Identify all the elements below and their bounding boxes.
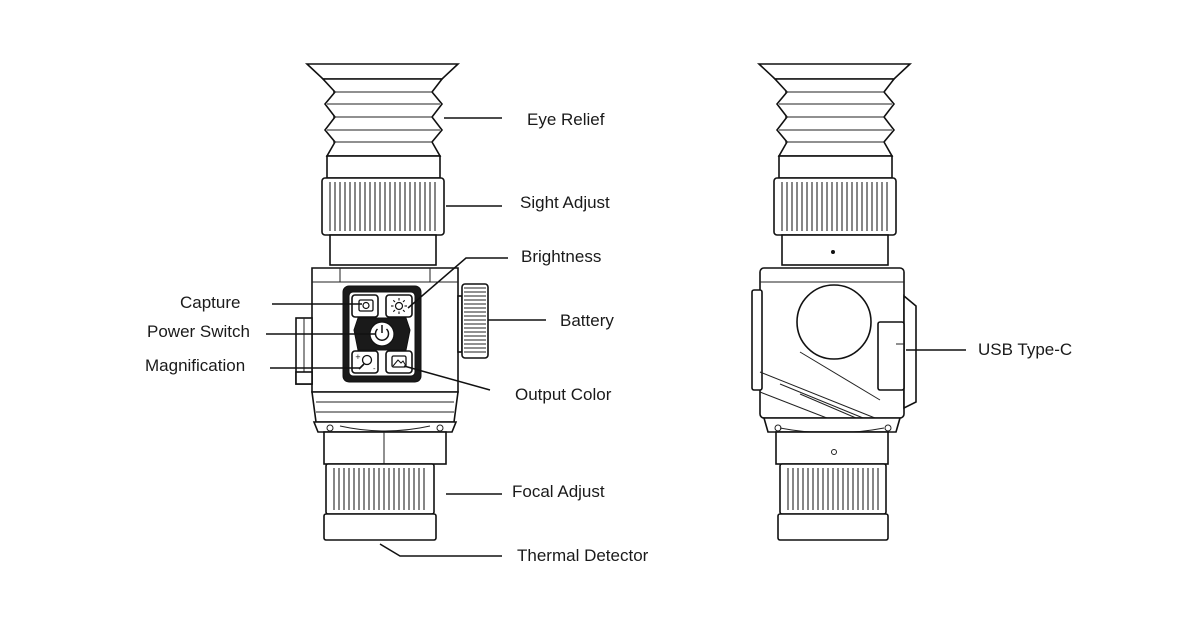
side-sight-ring: [773, 177, 897, 266]
leader-brightness: [407, 257, 508, 309]
svg-text:+: +: [355, 353, 361, 361]
label-battery: Battery: [560, 311, 614, 330]
side-eyecup: [756, 63, 913, 179]
focal-ring-knurling: [333, 468, 425, 510]
eyecup: [304, 63, 461, 179]
side-sight-ring-knurling: [781, 182, 888, 231]
label-thermal-detector: Thermal Detector: [517, 546, 649, 565]
label-output-color: Output Color: [515, 385, 612, 404]
label-eye-relief: Eye Relief: [527, 110, 605, 129]
side-housing: [751, 267, 917, 465]
label-capture: Capture: [180, 293, 241, 312]
front-view-device: + -: [295, 63, 489, 541]
label-magnification: Magnification: [145, 356, 246, 375]
label-focal-adjust: Focal Adjust: [512, 482, 605, 501]
leader-output-color: [403, 365, 491, 391]
leader-lines: [266, 117, 966, 557]
leader-thermal-detector: [379, 543, 502, 557]
label-sight-adjust: Sight Adjust: [520, 193, 610, 212]
side-focal-ring: [777, 463, 889, 541]
camera-icon: [358, 299, 374, 312]
button-pad: + -: [342, 285, 422, 383]
power-icon: [374, 325, 390, 341]
svg-text:-: -: [373, 365, 376, 373]
side-focal-ring-knurling: [787, 468, 879, 510]
label-usb-type-c: USB Type-C: [978, 340, 1073, 359]
palette-icon: [391, 355, 407, 368]
battery-cap-knurling: [464, 287, 486, 353]
side-view-device: [751, 63, 917, 541]
sight-adjust-ring: [321, 177, 445, 266]
sun-icon: [391, 298, 407, 314]
label-brightness: Brightness: [521, 247, 602, 266]
focal-adjust-ring: [323, 463, 437, 541]
label-power-switch: Power Switch: [147, 322, 250, 341]
sight-ring-knurling: [329, 182, 436, 231]
